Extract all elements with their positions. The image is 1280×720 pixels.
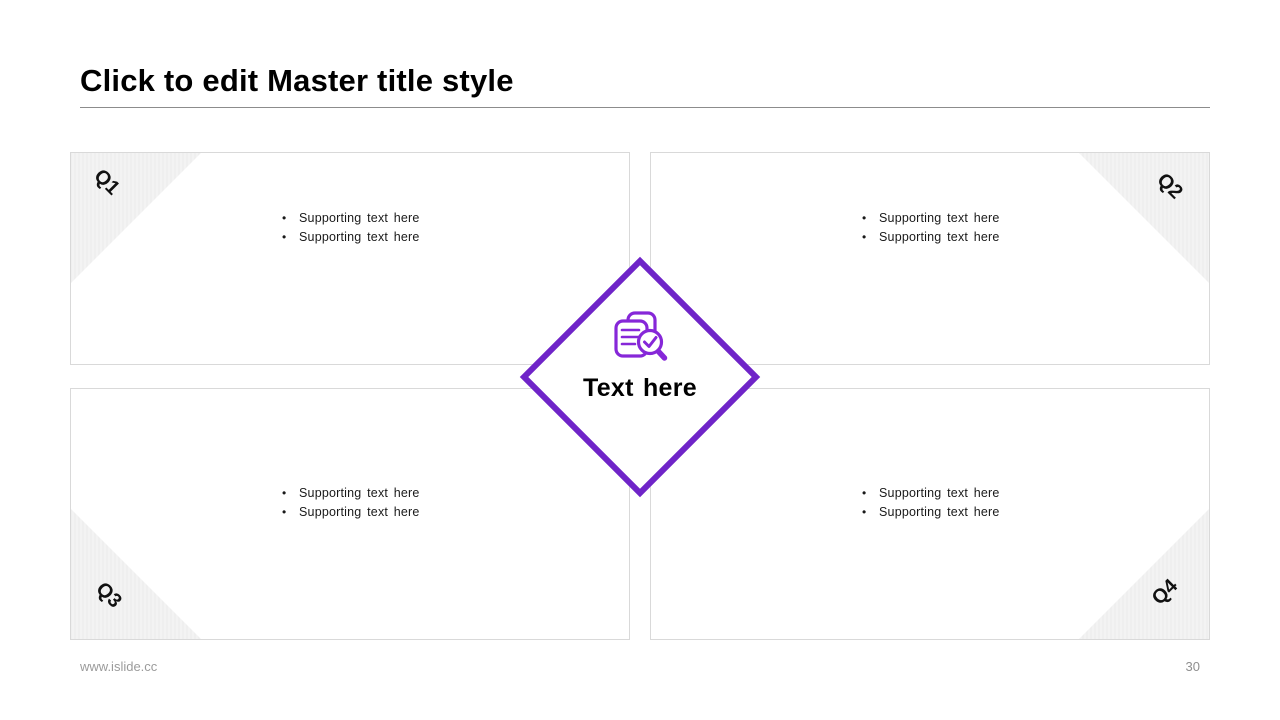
bullet-icon: •: [282, 486, 287, 500]
list-item: • Supporting text here: [862, 486, 1000, 500]
quadrant-box-q2: Q2 • Supporting text here • Supporting t…: [650, 152, 1210, 365]
list-item: • Supporting text here: [282, 505, 420, 519]
footer-page-number: 30: [1185, 659, 1200, 674]
bullet-icon: •: [282, 211, 287, 225]
quadrant-box-q4: Q4 • Supporting text here • Supporting t…: [650, 388, 1210, 640]
bullet-text: Supporting text here: [299, 230, 420, 244]
bullet-icon: •: [862, 486, 867, 500]
quadrant-box-q3: Q3 • Supporting text here • Supporting t…: [70, 388, 630, 640]
bullet-text: Supporting text here: [879, 211, 1000, 225]
bullet-icon: •: [862, 230, 867, 244]
q1-corner-triangle: [71, 153, 202, 284]
q4-bullet-list[interactable]: • Supporting text here • Supporting text…: [862, 486, 1000, 519]
q1-bullet-list[interactable]: • Supporting text here • Supporting text…: [282, 211, 420, 244]
bullet-text: Supporting text here: [879, 230, 1000, 244]
q2-bullet-list[interactable]: • Supporting text here • Supporting text…: [862, 211, 1000, 244]
list-item: • Supporting text here: [282, 230, 420, 244]
bullet-text: Supporting text here: [879, 486, 1000, 500]
q3-corner-triangle: [71, 508, 202, 639]
list-item: • Supporting text here: [282, 211, 420, 225]
bullet-icon: •: [862, 211, 867, 225]
bullet-text: Supporting text here: [299, 505, 420, 519]
bullet-text: Supporting text here: [299, 211, 420, 225]
quadrant-box-q1: Q1 • Supporting text here • Supporting t…: [70, 152, 630, 365]
list-item: • Supporting text here: [282, 486, 420, 500]
q4-corner-triangle: [1078, 508, 1209, 639]
bullet-icon: •: [862, 505, 867, 519]
bullet-text: Supporting text here: [299, 486, 420, 500]
list-item: • Supporting text here: [862, 505, 1000, 519]
q3-bullet-list[interactable]: • Supporting text here • Supporting text…: [282, 486, 420, 519]
footer-website-link[interactable]: www.islide.cc: [80, 659, 158, 674]
slide-title[interactable]: Click to edit Master title style: [80, 63, 514, 98]
list-item: • Supporting text here: [862, 211, 1000, 225]
list-item: • Supporting text here: [862, 230, 1000, 244]
bullet-icon: •: [282, 230, 287, 244]
bullet-icon: •: [282, 505, 287, 519]
title-underline-rule: [80, 107, 1210, 108]
bullet-text: Supporting text here: [879, 505, 1000, 519]
q2-corner-triangle: [1078, 153, 1209, 284]
